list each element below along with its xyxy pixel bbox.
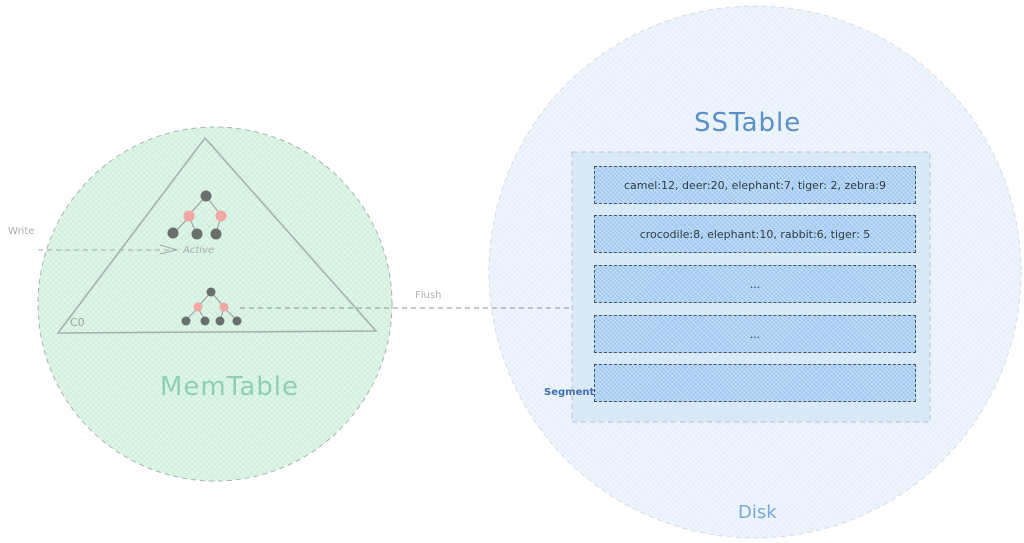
active-label: Active: [183, 245, 215, 256]
flush-label: Flush: [415, 290, 442, 301]
c0-triangle: [56, 136, 378, 334]
segment-row-new: [594, 364, 916, 402]
segment-text: camel:12, deer:20, elephant:7, tiger: 2,…: [624, 178, 886, 192]
segment-row: ...: [594, 265, 916, 303]
immutable-tree-icon: [181, 287, 242, 326]
disk-title: Disk: [738, 502, 777, 523]
write-label: Write: [8, 226, 35, 237]
segment-text: ...: [749, 277, 761, 291]
segment-label: Segment: [544, 387, 595, 398]
write-arrow: [38, 244, 179, 255]
segment-row: crocodile:8, elephant:10, rabbit:6, tige…: [594, 215, 916, 253]
c0-label: C0: [70, 316, 85, 329]
segment-row: camel:12, deer:20, elephant:7, tiger: 2,…: [594, 166, 916, 204]
segment-text: ...: [749, 327, 761, 341]
segment-row: ...: [594, 315, 916, 353]
sstable-title: SSTable: [694, 108, 802, 138]
active-tree-icon: [167, 190, 227, 240]
memtable-title: MemTable: [160, 372, 299, 402]
memtable-circle: [37, 126, 393, 482]
segment-text: crocodile:8, elephant:10, rabbit:6, tige…: [639, 227, 871, 241]
